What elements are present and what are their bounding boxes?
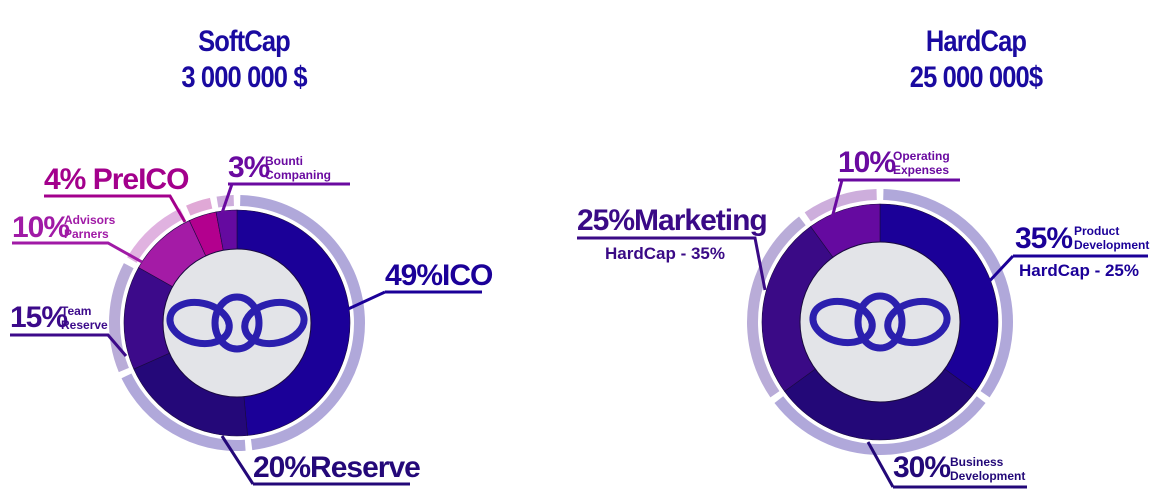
label-team-pct: 15%: [10, 301, 68, 334]
label-line2: Development: [950, 469, 1026, 483]
label-marketing: 25%Marketing: [577, 204, 768, 237]
leader-line: [830, 179, 844, 219]
label-product-sub: HardCap - 25%: [1019, 261, 1139, 280]
halo-business-development: [774, 396, 986, 456]
center-disc: [799, 241, 961, 403]
leader-line: [220, 183, 234, 214]
label-ico: 49%ICO: [385, 259, 493, 292]
label-bounti-pct: 3%: [228, 151, 270, 184]
halo-product-development: [883, 189, 1013, 398]
leader-line: [981, 254, 1015, 290]
label-pct: 25%: [577, 204, 635, 237]
label-line1: Team: [61, 304, 92, 318]
label-line2: Development: [1074, 238, 1150, 252]
chain-link-icon: [211, 293, 263, 353]
label-line1: Product: [1074, 224, 1120, 238]
label-name: ICO: [442, 259, 493, 292]
label-operating-pct: 10%: [838, 146, 896, 179]
softcap-amount: 3 000 000 $: [181, 61, 307, 94]
chain-link-icon: [884, 297, 951, 347]
leader-line: [577, 236, 767, 291]
label-advisors-pct: 10%: [12, 211, 70, 244]
softcap-title: SoftCap: [198, 25, 291, 58]
hardcap-amount: 25 000 000$: [909, 61, 1043, 94]
label-line2: Companing: [265, 168, 331, 182]
hardcap-title: HardCap: [925, 25, 1027, 58]
leader-line: [866, 441, 895, 488]
label-pct: 4%: [44, 163, 86, 196]
halo-reserve: [121, 373, 246, 452]
leader-line: [10, 333, 128, 357]
leader-line: [12, 241, 143, 264]
halo-advisors-parners: [127, 208, 185, 263]
label-business-pct: 30%: [893, 451, 951, 484]
leader-line: [44, 194, 187, 223]
label-line1: Operating: [893, 149, 950, 163]
label-name: Marketing: [634, 204, 768, 237]
label-line2: Reserve: [61, 318, 108, 332]
label-pct: 20%: [253, 451, 311, 484]
leader-line: [220, 435, 255, 485]
chain-link-icon: [809, 297, 876, 347]
label-line1: Bounti: [265, 154, 303, 168]
label-reserve: 20%Reserve: [253, 451, 421, 484]
label-line2: Expenses: [893, 163, 950, 177]
center-disc: [162, 248, 312, 398]
label-name: PreICO: [92, 163, 190, 196]
chain-link-icon: [166, 298, 233, 348]
label-preico: 4% PreICO: [44, 163, 190, 196]
label-marketing-sub: HardCap - 35%: [605, 244, 725, 263]
label-pct: 49%: [385, 259, 443, 292]
label-line1: Business: [950, 455, 1004, 469]
leader-line: [345, 290, 386, 312]
halo-operating-expenses: [804, 189, 877, 222]
halo-marketing: [747, 216, 806, 398]
chain-link-icon: [241, 298, 308, 348]
label-product-pct: 35%: [1015, 222, 1073, 255]
label-line1: Advisors: [64, 213, 116, 227]
chain-link-icon: [854, 292, 906, 352]
halo-preico: [186, 197, 213, 216]
label-name: Reserve: [310, 451, 421, 484]
label-line2: Parners: [64, 227, 109, 241]
